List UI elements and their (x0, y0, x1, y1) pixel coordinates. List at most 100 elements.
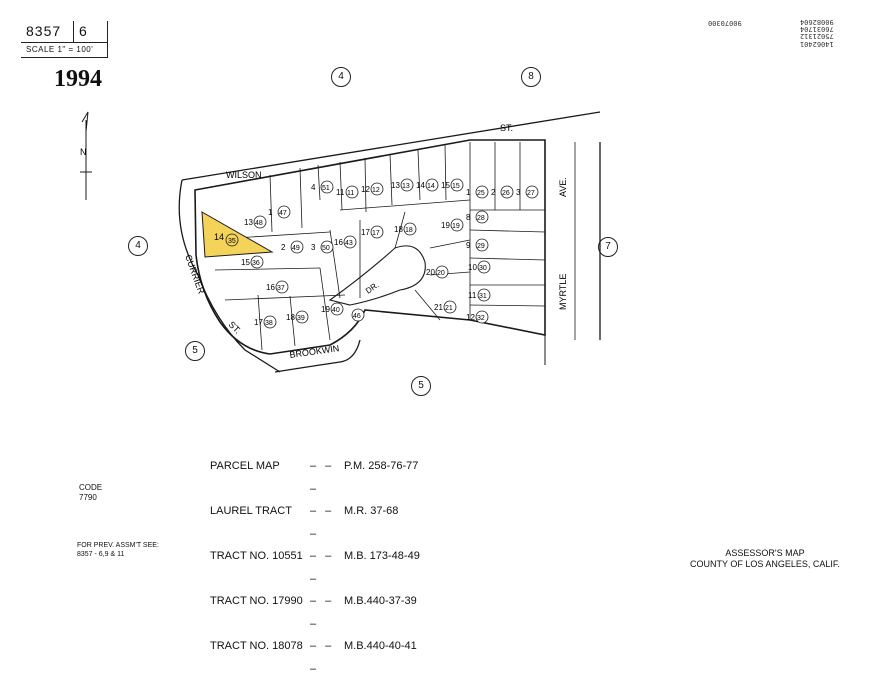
lot-number: 18 (394, 225, 403, 234)
legend-row-0: PARCEL MAP ‒ ‒ ‒ P.M. 258-76-77 (210, 455, 430, 500)
parcel-circle (370, 225, 384, 239)
street-label-wilson: WILSON (226, 170, 262, 180)
parcel-number: 25 (477, 190, 485, 197)
lot-number: 19 (441, 221, 450, 230)
legend-right-0: P.M. 258-76-77 (344, 460, 419, 472)
parcel-circle (400, 178, 414, 192)
highlighted-parcel (201, 211, 274, 258)
parcel-number: 47 (279, 210, 287, 217)
legend-row-4: TRACT NO. 18078 ‒ ‒ ‒ M.B.440-40-41 (210, 635, 430, 680)
parcel-circle (345, 185, 359, 199)
parcel-number: 18 (405, 227, 413, 234)
north-label: N (80, 147, 87, 157)
legend-row-3: TRACT NO. 17990 ‒ ‒ ‒ M.B.440-37-39 (210, 590, 430, 635)
map-page-circle-east: 7 (598, 237, 618, 257)
legend-dash: ‒ ‒ ‒ (310, 550, 335, 585)
parcel-circle (320, 240, 334, 254)
map-page-circle-northeast: 8 (521, 67, 541, 87)
prev-line-1: FOR PREV. ASSM'T SEE: (77, 542, 159, 549)
code-label: CODE (79, 483, 103, 492)
legend-left-3: TRACT NO. 17990 (210, 595, 303, 607)
parcel-map-drawing: WILSON ST. CURRIER ST. BROOKWIN MYRTLE A… (80, 111, 601, 373)
map-page-circle-west: 4 (128, 236, 148, 256)
lot-number: 1 (466, 188, 471, 197)
header-divider-horizontal (21, 42, 107, 43)
brookwin-outer (274, 339, 361, 373)
parcel-circle (370, 182, 384, 196)
street-label-ave: AVE. (558, 177, 568, 197)
scale-label: SCALE 1" = 100' (26, 45, 94, 54)
parcel-number: 39 (297, 315, 305, 322)
lot-number: 11 (336, 188, 345, 197)
assessor-line-1: ASSESSOR'S MAP (725, 548, 805, 558)
parcel-circle (277, 205, 291, 219)
lot-number: 1 (268, 208, 273, 217)
lot-number: 3 (516, 188, 521, 197)
code-block: CODE 7790 (79, 483, 102, 503)
parcel-number: 40 (332, 307, 340, 314)
legend-left-4: TRACT NO. 18078 (210, 640, 303, 652)
assessor-line-2: COUNTY OF LOS ANGELES, CALIF. (690, 559, 840, 569)
parcel-number: 21 (445, 305, 453, 312)
parcel-circle (275, 280, 289, 294)
parcel-circle (290, 240, 304, 254)
parcel-circle (263, 315, 277, 329)
lot-number: 14 (416, 181, 425, 190)
legend-right-1: M.R. 37-68 (344, 505, 399, 517)
map-page-circle-north: 4 (331, 67, 351, 87)
parcel-number: 13 (402, 183, 410, 190)
street-label-myrtle: MYRTLE (558, 274, 568, 310)
street-label-currier: CURRIER (183, 253, 207, 295)
highlighted-parcel-number: 35 (228, 238, 236, 245)
parcel-circle (450, 178, 464, 192)
legend-row-2: TRACT NO. 10551 ‒ ‒ ‒ M.B. 173-48-49 (210, 545, 430, 590)
street-label-dr: DR. (364, 280, 380, 295)
street-label-brookwin: BROOKWIN (289, 343, 340, 360)
parcel-circle (343, 235, 357, 249)
parcel-number: 29 (477, 243, 485, 250)
legend-right-3: M.B.440-37-39 (344, 595, 417, 607)
lot-number: 2 (281, 243, 286, 252)
parcel-circle (500, 185, 514, 199)
lot-number: 10 (468, 263, 477, 272)
parcel-number: 17 (372, 230, 380, 237)
map-number-box (21, 21, 108, 58)
lot-number: 21 (434, 303, 443, 312)
parcel-number: 15 (452, 183, 460, 190)
parcel-circle (475, 310, 489, 324)
parcel-circle (443, 300, 457, 314)
parcel-number: 30 (479, 265, 487, 272)
parcel-number: 46 (353, 313, 361, 320)
legend-right-4: M.B.440-40-41 (344, 640, 417, 652)
lot-number: 8 (466, 213, 471, 222)
parcel-circle (295, 310, 309, 324)
parcel-circle (253, 215, 267, 229)
parcel-number: 51 (322, 185, 330, 192)
map-page-circle-south: 5 (411, 376, 431, 396)
parcel-circle (330, 302, 344, 316)
page-number: 6 (79, 23, 87, 39)
header-divider-vertical (73, 21, 74, 43)
lot-number: 13 (391, 181, 400, 190)
parcel-circle (475, 210, 489, 224)
parcel-circle (450, 218, 464, 232)
parcel-number: 19 (452, 223, 460, 230)
parcel-circle (403, 222, 417, 236)
legend-right-2: M.B. 173-48-49 (344, 550, 420, 562)
street-label-st-top: ST. (500, 123, 513, 133)
lot-number: 15 (441, 181, 450, 190)
parcel-number: 11 (347, 190, 354, 197)
legend-left-0: PARCEL MAP (210, 460, 280, 472)
parcel-circle (477, 260, 491, 274)
lot-number: 19 (321, 305, 330, 314)
parcel-circle (525, 185, 539, 199)
parcel-number: 36 (252, 260, 260, 267)
legend-dash: ‒ ‒ ‒ (310, 640, 335, 675)
wilson-street-outer (181, 111, 601, 181)
parcel-circle (475, 238, 489, 252)
parcel-number: 26 (502, 190, 510, 197)
legend-left-2: TRACT NO. 10551 (210, 550, 303, 562)
lot-number: 12 (361, 185, 370, 194)
parcel-number: 43 (345, 240, 353, 247)
